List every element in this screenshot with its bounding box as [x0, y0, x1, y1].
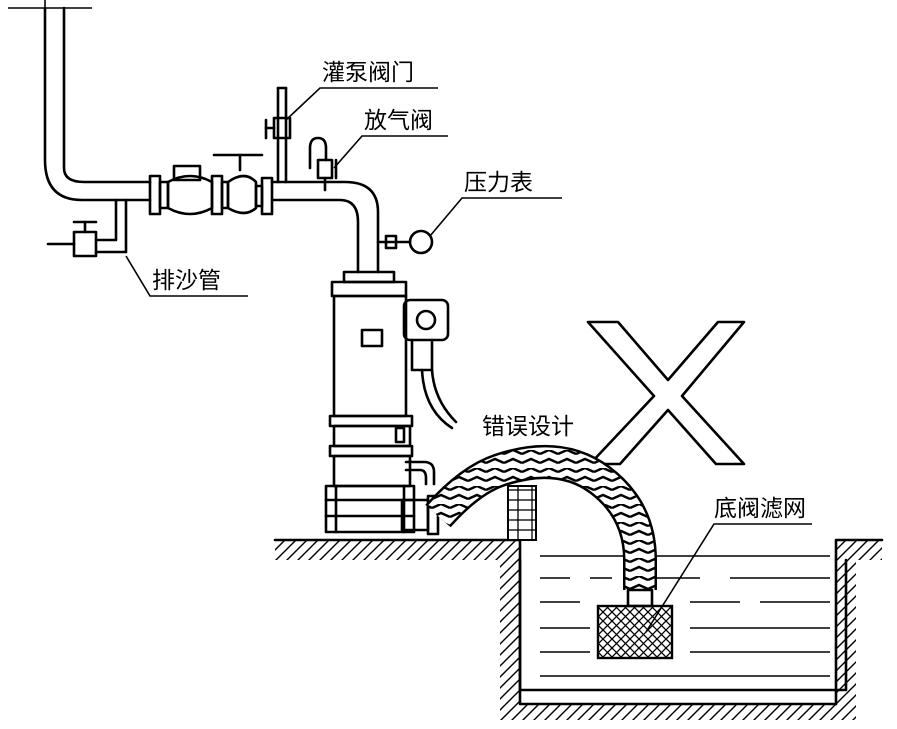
water-surface-lines: [540, 555, 830, 677]
pump-body: [324, 270, 458, 536]
label-pressure-gauge: 压力表: [464, 170, 533, 196]
air-release-valve: [308, 136, 338, 192]
label-sand-drain-pipe: 排沙管: [152, 268, 221, 294]
foot-valve-strainer: [596, 604, 674, 660]
wrong-cross-mark: [586, 320, 746, 466]
sand-drain-pipe: [46, 198, 128, 258]
header-marks: [8, 0, 92, 9]
label-air-release-valve: 放气阀: [364, 108, 433, 134]
brick-support: [507, 485, 537, 541]
label-foot-valve-strainer: 底阀滤网: [714, 496, 806, 522]
discharge-pipe: [43, 6, 380, 274]
label-wrong-design: 错误设计: [482, 414, 574, 440]
suction-hose: [425, 445, 657, 608]
priming-valve: [264, 86, 292, 184]
ground-and-pit: [273, 538, 884, 720]
pressure-gauge: [376, 229, 434, 255]
leader-lines: [125, 87, 812, 633]
label-priming-valve: 灌泵阀门: [322, 60, 414, 86]
